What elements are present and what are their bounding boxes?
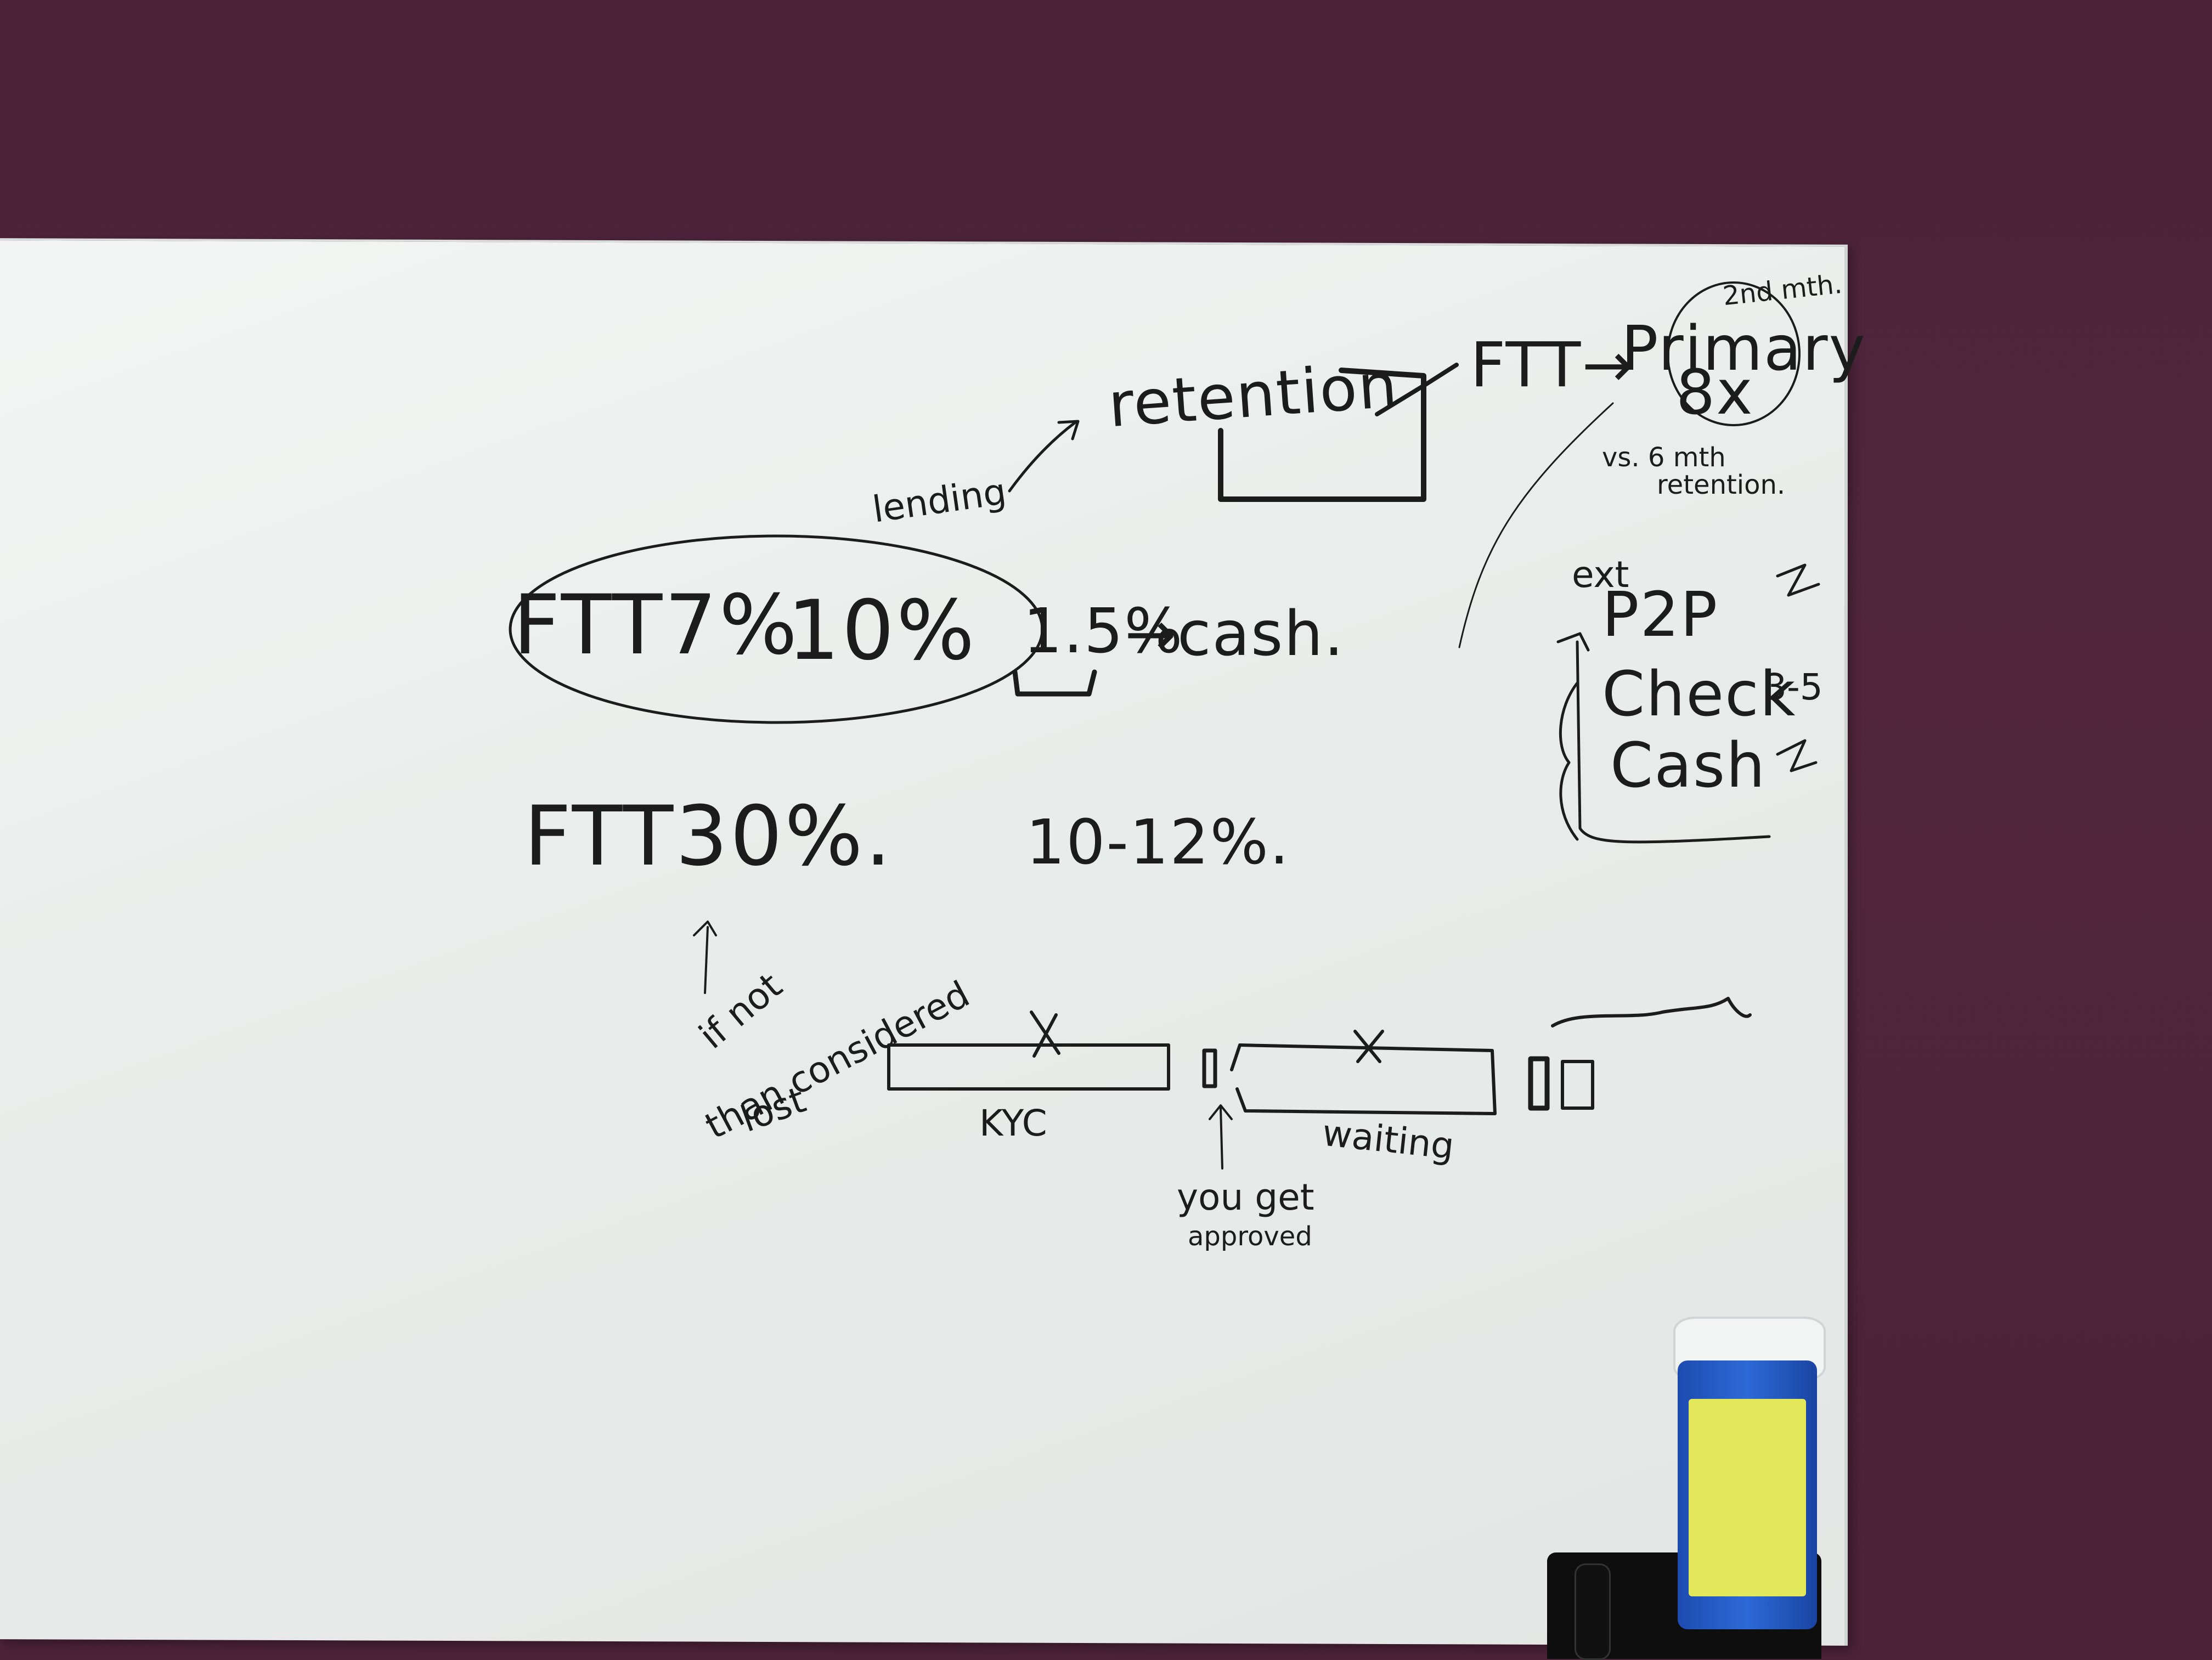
text-kyc: KYC <box>979 1102 1047 1144</box>
text-3-5: 3-5 <box>1764 666 1823 708</box>
text-p2p: P2P <box>1602 579 1719 651</box>
text-you-get: you get <box>1177 1176 1314 1218</box>
text-8x: 8x <box>1676 357 1754 428</box>
text-ftt-arrow: FTT→ <box>1470 330 1635 401</box>
text-ftt30: FTT30%. <box>524 789 894 884</box>
whiteboard <box>0 238 1848 1646</box>
text-ext: ext <box>1572 554 1629 596</box>
text-cash: Cash <box>1610 730 1767 801</box>
text-10-12: 10-12%. <box>1026 807 1290 878</box>
text-ftt7: FTT7% <box>513 578 800 673</box>
text-retention-2: retention. <box>1657 470 1786 500</box>
text-approved: approved <box>1188 1221 1312 1252</box>
text-1-5: 1.5% <box>1023 596 1184 667</box>
text-to-cash: →cash. <box>1125 598 1345 670</box>
wipes-canister <box>1673 1317 1826 1629</box>
text-retention: retention <box>1106 349 1401 442</box>
wipes-label <box>1689 1399 1806 1596</box>
text-check: Check <box>1602 659 1797 730</box>
marker <box>1575 1563 1611 1660</box>
text-vs-6: vs. 6 mth <box>1602 442 1726 473</box>
text-primary: Primary <box>1621 313 1866 385</box>
text-ten-percent: 10% <box>787 583 977 679</box>
